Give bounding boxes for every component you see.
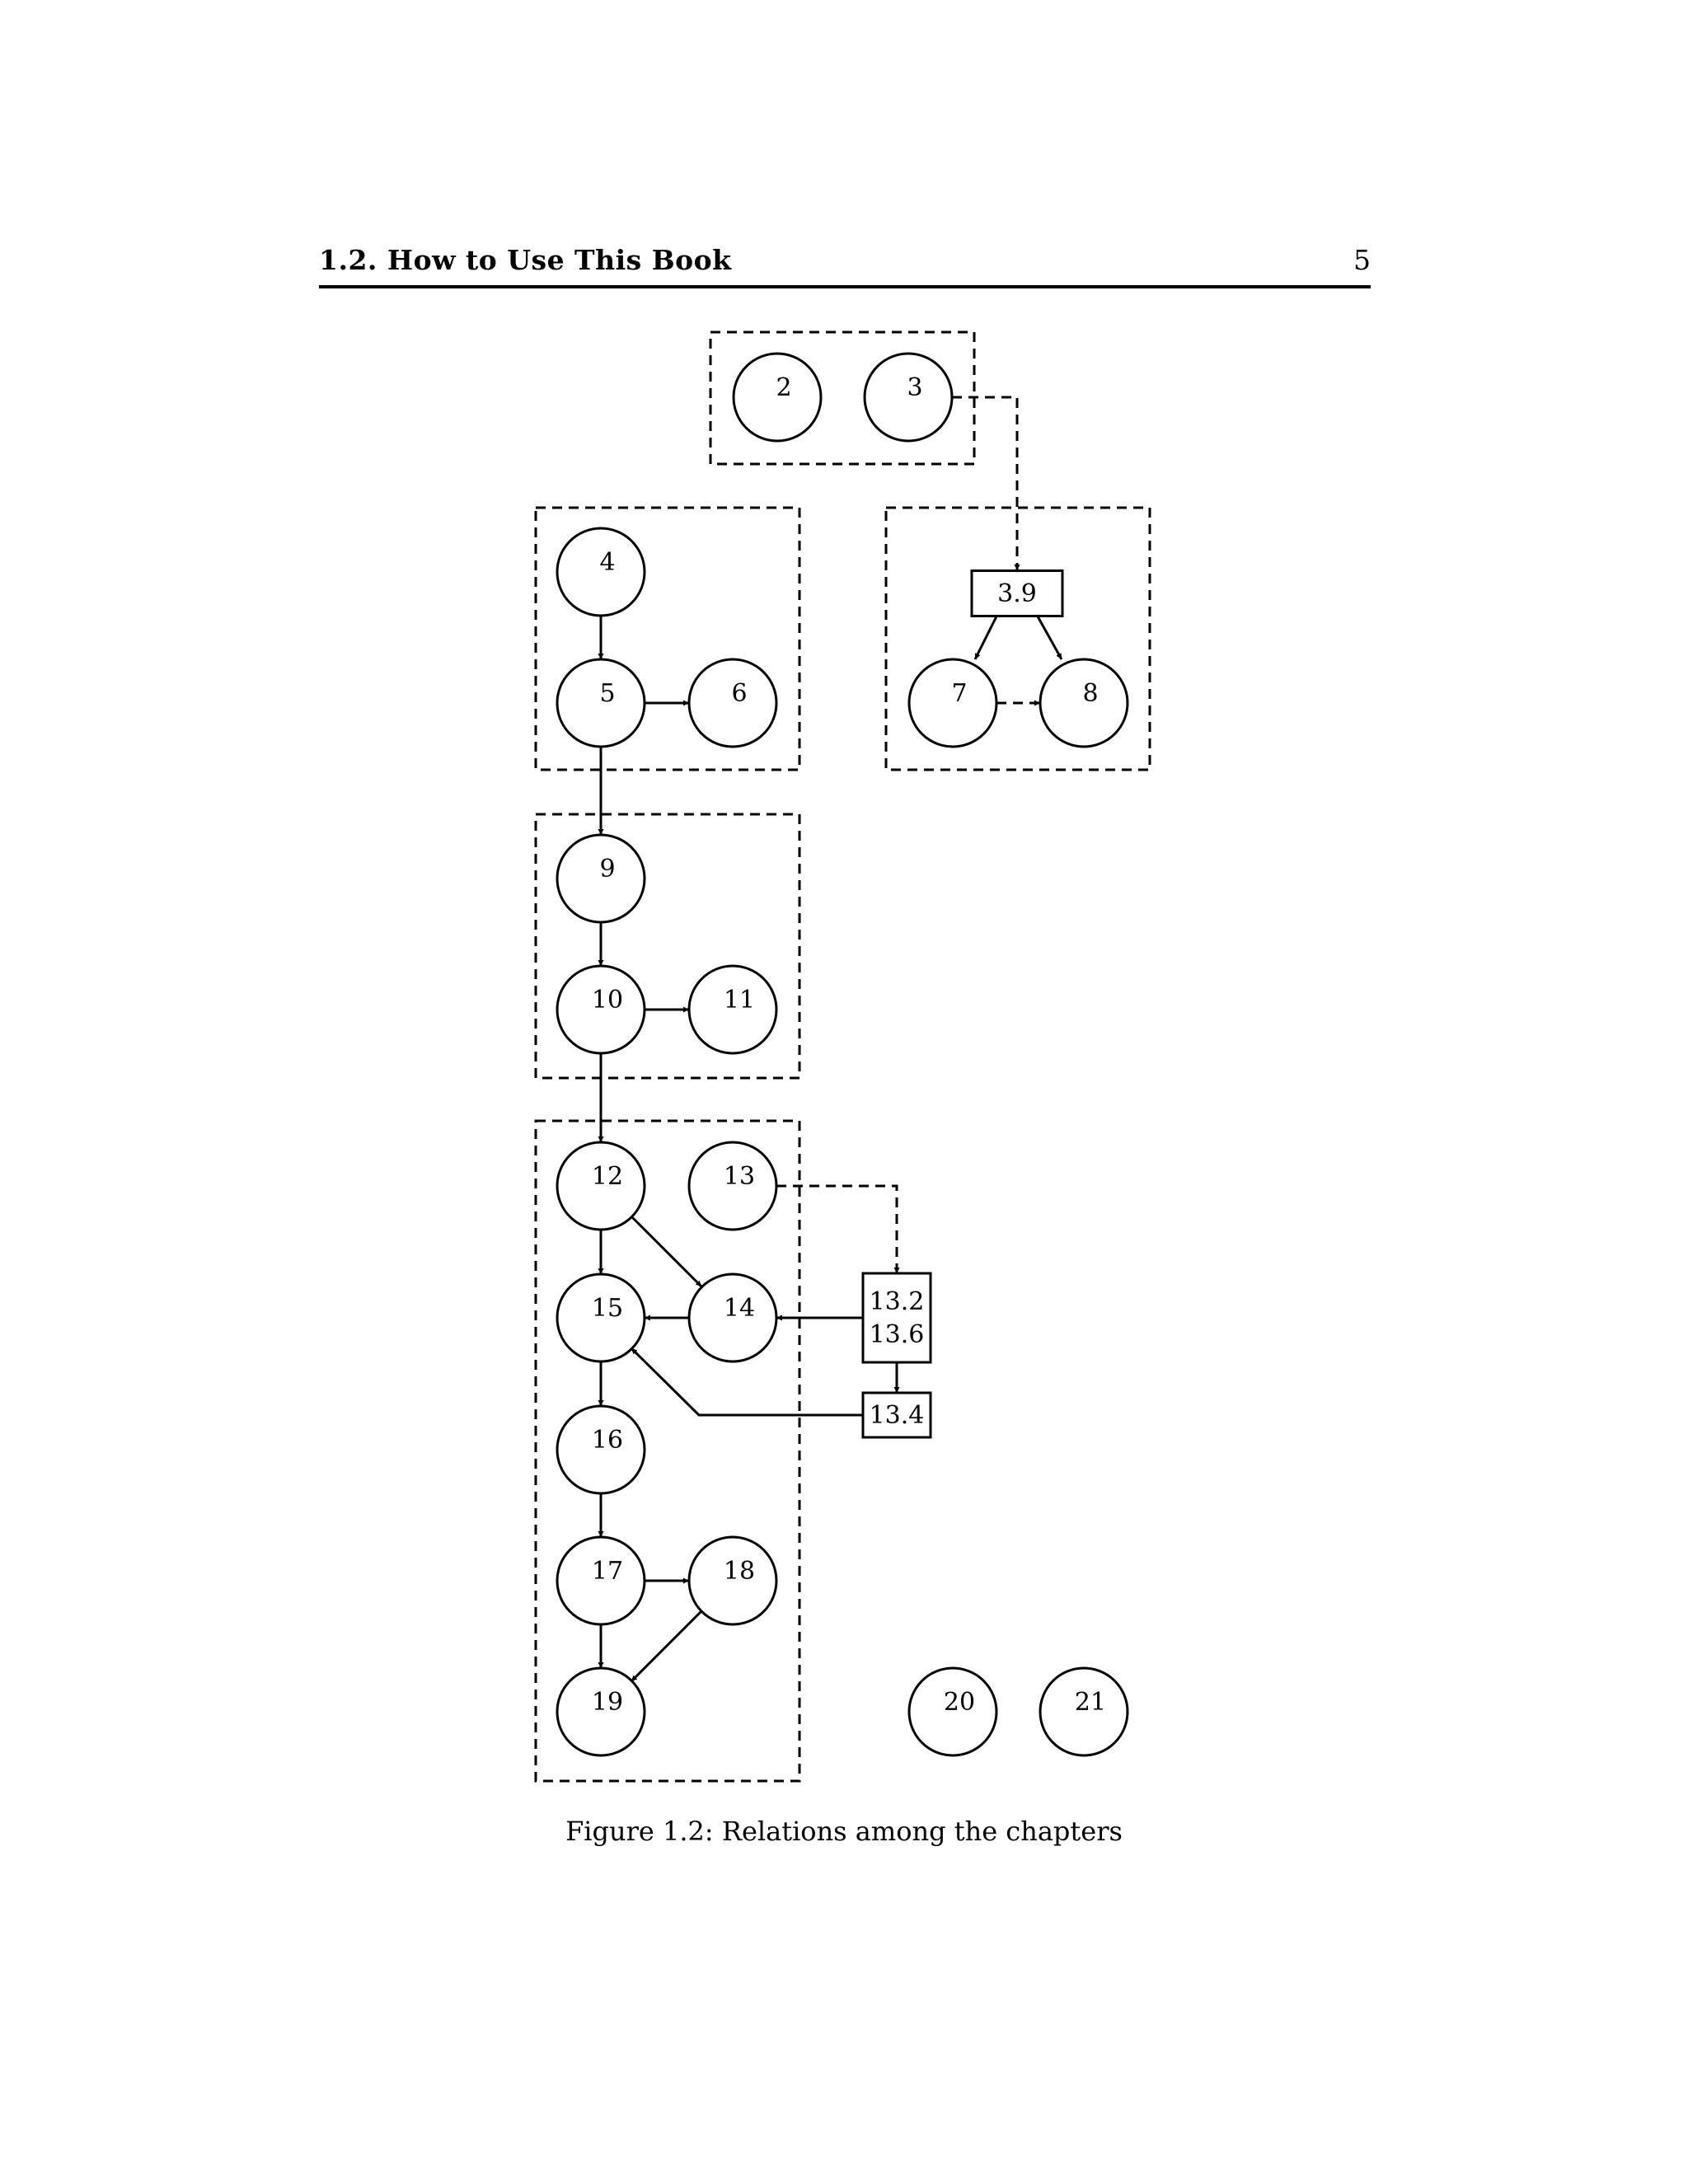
node-circle [687, 658, 778, 748]
node-16: 16 [556, 1404, 646, 1495]
node-13-2-13-6: 13.2 13.6 [861, 1272, 932, 1364]
node-label: 13 [724, 1162, 755, 1191]
node-label: 10 [592, 986, 623, 1015]
node-4: 4 [556, 527, 646, 617]
node-label: 14 [724, 1294, 755, 1323]
node-3-9: 3.9 [970, 569, 1064, 617]
node-6: 6 [687, 658, 778, 748]
node-13: 13 [687, 1141, 778, 1231]
node-label: 19 [592, 1688, 623, 1717]
group-box-2 [534, 506, 801, 771]
node-label: 9 [599, 855, 615, 883]
node-label: 3 [907, 373, 922, 402]
node-18: 18 [687, 1535, 778, 1626]
node-box [970, 569, 1064, 617]
node-8: 8 [1039, 658, 1129, 748]
node-9: 9 [556, 833, 646, 924]
node-box [861, 1391, 932, 1439]
node-circle [1039, 1666, 1129, 1757]
node-15: 15 [556, 1272, 646, 1363]
edge-13-4-to-15 [630, 1347, 863, 1417]
node-label: 15 [592, 1294, 623, 1323]
node-circle [687, 1141, 778, 1231]
node-circle [687, 964, 778, 1055]
node-box [861, 1272, 932, 1364]
edge-3-9-to-8 [1036, 616, 1063, 660]
node-circle [556, 1535, 646, 1626]
node-circle [1039, 658, 1129, 748]
node-circle [556, 658, 646, 748]
node-3: 3 [863, 352, 954, 443]
node-label: 16 [592, 1426, 623, 1455]
node-circle [556, 964, 646, 1055]
node-14: 14 [687, 1272, 778, 1363]
section-title: 1.2. How to Use This Book [319, 244, 732, 276]
node-10: 10 [556, 964, 646, 1055]
node-circle [556, 1666, 646, 1757]
node-12: 12 [556, 1141, 646, 1231]
node-label: 4 [599, 548, 615, 577]
node-circle [687, 1272, 778, 1363]
node-label: 11 [724, 986, 755, 1015]
node-circle [732, 352, 823, 443]
group-box-4 [534, 813, 801, 1080]
node-circle [907, 658, 998, 748]
node-label: 6 [731, 679, 747, 708]
node-label: 20 [944, 1688, 975, 1717]
node-circle [907, 1666, 998, 1757]
edge-13-to-13-2-13-6 [776, 1184, 900, 1273]
node-circle [556, 1141, 646, 1231]
node-7: 7 [907, 658, 998, 748]
node-circle [556, 527, 646, 617]
node-19: 19 [556, 1666, 646, 1757]
node-11: 11 [687, 964, 778, 1055]
node-label: 2 [776, 373, 791, 402]
node-label: 8 [1082, 679, 1098, 708]
edge-3-to-3-9 [952, 396, 1020, 570]
edge-3-9-to-7 [973, 616, 998, 660]
node-label: 13.4 [870, 1401, 925, 1430]
node-circle [556, 1404, 646, 1495]
figure-caption: Figure 1.2: Relations among the chapters [565, 1816, 1123, 1847]
node-17: 17 [556, 1535, 646, 1626]
edge-12-to-14 [630, 1215, 703, 1288]
node-circle [687, 1535, 778, 1626]
running-header: 1.2. How to Use This Book 5 [319, 244, 1371, 288]
node-label: 12 [592, 1162, 623, 1191]
node-label: 21 [1075, 1688, 1106, 1717]
node-circle [556, 1272, 646, 1363]
node-20: 20 [907, 1666, 998, 1757]
node-label: 17 [592, 1557, 623, 1586]
node-label: 13.2 [870, 1287, 925, 1316]
node-label: 13.6 [870, 1320, 925, 1349]
group-box-3 [884, 506, 1151, 771]
node-13-4: 13.4 [861, 1391, 932, 1439]
node-21: 21 [1039, 1666, 1129, 1757]
group-box-5 [534, 1119, 801, 1783]
node-5: 5 [556, 658, 646, 748]
node-2: 2 [732, 352, 823, 443]
node-circle [556, 833, 646, 924]
node-label: 3.9 [997, 579, 1037, 608]
node-circle [863, 352, 954, 443]
node-label: 5 [599, 679, 615, 708]
node-label: 7 [951, 679, 967, 708]
edge-18-to-19 [630, 1610, 703, 1683]
page-number: 5 [1353, 244, 1371, 276]
edges [598, 396, 1063, 1683]
node-label: 18 [724, 1557, 755, 1586]
